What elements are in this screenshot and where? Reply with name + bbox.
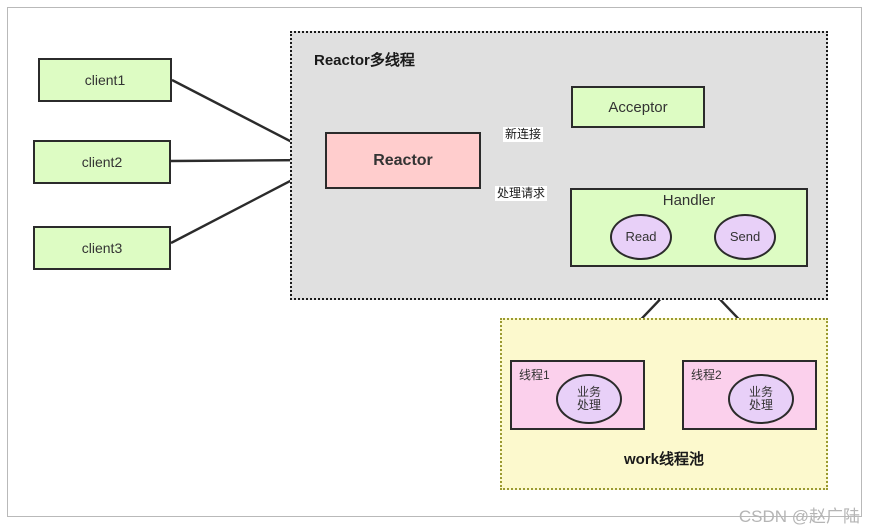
acceptor-node-label: Acceptor [608, 98, 668, 116]
handler-send-ellipse[interactable]: Send [714, 214, 776, 260]
client-node-1-label: client1 [84, 72, 126, 88]
worker-thread-2-task-ellipse[interactable]: 业务 处理 [728, 374, 794, 424]
reactor-node[interactable]: Reactor [325, 132, 481, 189]
worker-thread-2-task-line1: 业务 [748, 384, 773, 399]
work-thread-pool-title: work线程池 [623, 451, 704, 468]
edge-label-new-connection: 新连接 [503, 127, 544, 143]
edge-label-handle-request: 处理请求 [495, 186, 548, 202]
worker-thread-2-task-line2: 处理 [748, 398, 773, 412]
handler-node-label: Handler [662, 192, 716, 209]
handler-node[interactable]: Handler Read Send [570, 188, 808, 267]
client-node-1[interactable]: client1 [38, 58, 172, 102]
worker-thread-1-task-ellipse[interactable]: 业务 处理 [556, 374, 622, 424]
handler-read-ellipse[interactable]: Read [610, 214, 672, 260]
client-node-3[interactable]: client3 [33, 226, 171, 270]
worker-thread-1-task-line2: 处理 [576, 398, 601, 412]
worker-thread-box-2[interactable]: 线程2 业务 处理 [682, 360, 817, 430]
handler-read-label: Read [625, 228, 657, 244]
acceptor-node[interactable]: Acceptor [571, 86, 705, 128]
reactor-container-title: Reactor多线程 [314, 52, 415, 69]
worker-thread-1-label: 线程1 [519, 368, 550, 382]
client-node-2-label: client2 [81, 154, 123, 170]
client-node-3-label: client3 [81, 240, 123, 256]
client-node-2[interactable]: client2 [33, 140, 171, 184]
handler-send-label: Send [729, 228, 761, 244]
worker-thread-box-1[interactable]: 线程1 业务 处理 [510, 360, 645, 430]
worker-thread-2-label: 线程2 [691, 368, 722, 382]
reactor-node-label: Reactor [373, 151, 433, 169]
worker-thread-1-task-line1: 业务 [576, 384, 601, 399]
csdn-watermark: CSDN @赵广陆 [738, 507, 860, 526]
